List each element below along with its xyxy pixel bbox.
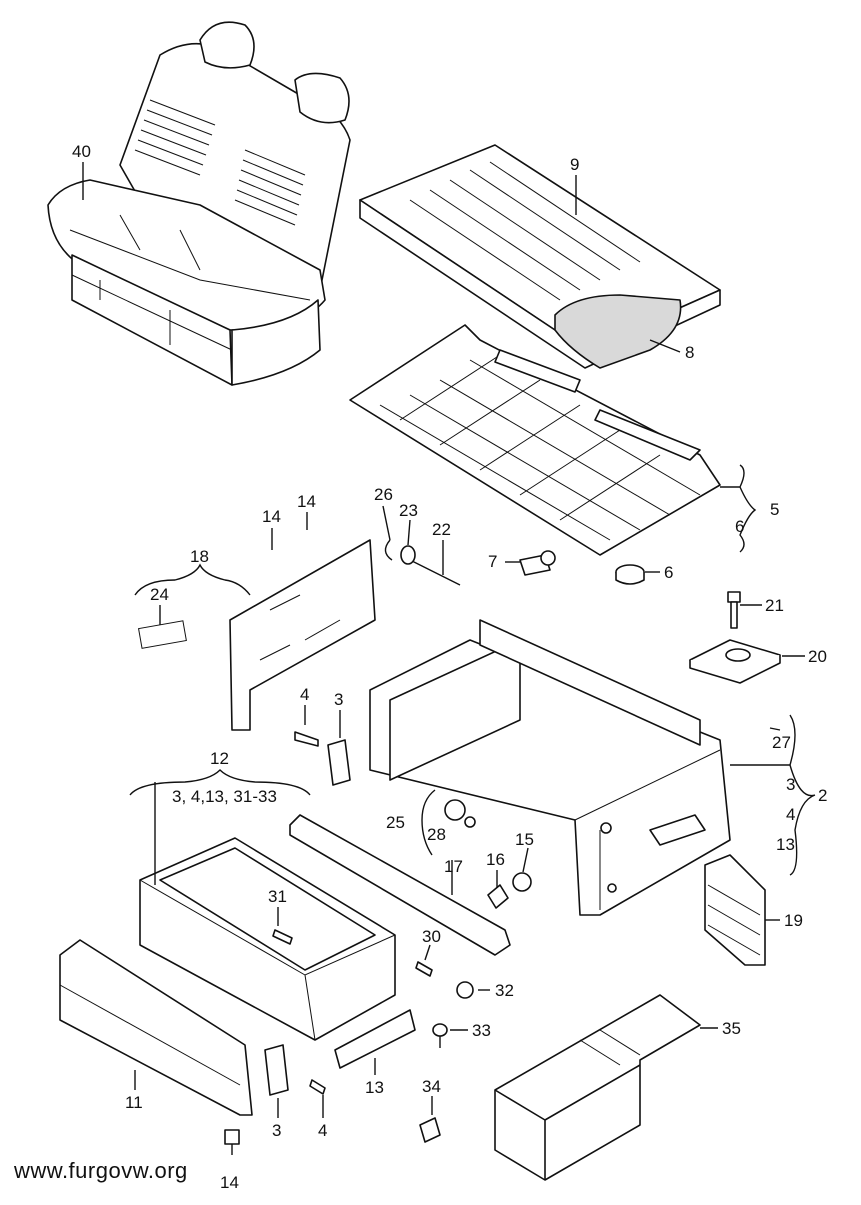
nut-15-drawing (512, 872, 532, 892)
label-7: 7 (488, 552, 497, 571)
cap-32-drawing (456, 981, 474, 999)
label-21: 21 (765, 596, 784, 615)
label-9: 9 (570, 155, 579, 174)
label-2: 2 (818, 786, 827, 805)
label-40: 40 (72, 142, 91, 161)
cap-3-upper-drawing (327, 739, 351, 786)
label-27: 27 (772, 733, 791, 752)
screw-30-drawing (415, 961, 433, 977)
label-3-lower: 3 (272, 1121, 281, 1140)
clip-34-drawing (419, 1117, 441, 1143)
cap-3-lower-drawing (264, 1044, 289, 1096)
clip-26-drawing (384, 539, 393, 561)
washer-23-drawing (400, 545, 416, 565)
label-12: 12 (210, 749, 229, 768)
label-19: 19 (784, 911, 803, 930)
screw-4-lower-drawing (309, 1079, 326, 1095)
bolt-16-drawing (487, 884, 509, 909)
label-4-lower: 4 (318, 1121, 327, 1140)
label-14-a: 14 (262, 507, 281, 526)
label-34: 34 (422, 1077, 441, 1096)
label-25: 25 (386, 813, 405, 832)
label-3-right: 3 (786, 775, 795, 794)
foot-6-drawing (615, 564, 645, 585)
label-26: 26 (374, 485, 393, 504)
rod-22-drawing (409, 559, 461, 586)
label-31: 31 (268, 887, 287, 906)
rail-17-drawing (289, 814, 511, 956)
front-panel-11-drawing (59, 939, 253, 1116)
site-watermark: www.furgovw.org (14, 1158, 188, 1183)
screw-4-upper-drawing (294, 731, 319, 747)
label-4-upper: 4 (300, 685, 309, 704)
label-14-c: 14 (220, 1173, 239, 1192)
screw-31-drawing (272, 929, 293, 945)
bench-seat-drawing (47, 21, 351, 386)
storage-box-35-drawing (494, 994, 701, 1181)
leader-lines (82, 162, 816, 1155)
label-16: 16 (486, 850, 505, 869)
label-24: 24 (150, 585, 169, 604)
side-panel-drawing (137, 539, 376, 731)
bolt-21-drawing (727, 591, 741, 629)
fastener-7-drawing (519, 550, 556, 576)
label-13-lower: 13 (365, 1078, 384, 1097)
label-35: 35 (722, 1019, 741, 1038)
label-12-sub: 3, 4,13, 31-33 (172, 787, 277, 806)
label-22: 22 (432, 520, 451, 539)
label-15: 15 (515, 830, 534, 849)
label-8: 8 (685, 343, 694, 362)
label-28: 28 (427, 825, 446, 844)
label-20: 20 (808, 647, 827, 666)
label-13-right: 13 (776, 835, 795, 854)
bracket-20-drawing (689, 639, 781, 684)
label-30: 30 (422, 927, 441, 946)
part-labels: 40 9 8 5 6 7 6 26 23 22 14 14 18 24 21 2… (72, 142, 827, 1192)
label-5: 5 (770, 500, 779, 519)
label-11: 11 (125, 1093, 143, 1112)
screw-33-drawing (432, 1023, 448, 1048)
label-14-b: 14 (297, 492, 316, 511)
label-33: 33 (472, 1021, 491, 1040)
seat-cushion-drawing (359, 144, 721, 369)
seat-frame-drawing (349, 324, 721, 556)
cover-19-drawing (704, 854, 766, 966)
washer-25-drawing (444, 799, 476, 828)
label-32: 32 (495, 981, 514, 1000)
label-18: 18 (190, 547, 209, 566)
label-6-lower: 6 (664, 563, 673, 582)
label-6-upper: 6 (735, 517, 744, 536)
rail-13-drawing (334, 1009, 416, 1069)
base-frame-drawing (369, 619, 731, 916)
label-4-right: 4 (786, 805, 795, 824)
label-17: 17 (444, 857, 463, 876)
label-23: 23 (399, 501, 418, 520)
label-3-upper: 3 (334, 690, 343, 709)
clip-14-lower-drawing (224, 1129, 240, 1145)
drawer-box-drawing (139, 837, 396, 1041)
